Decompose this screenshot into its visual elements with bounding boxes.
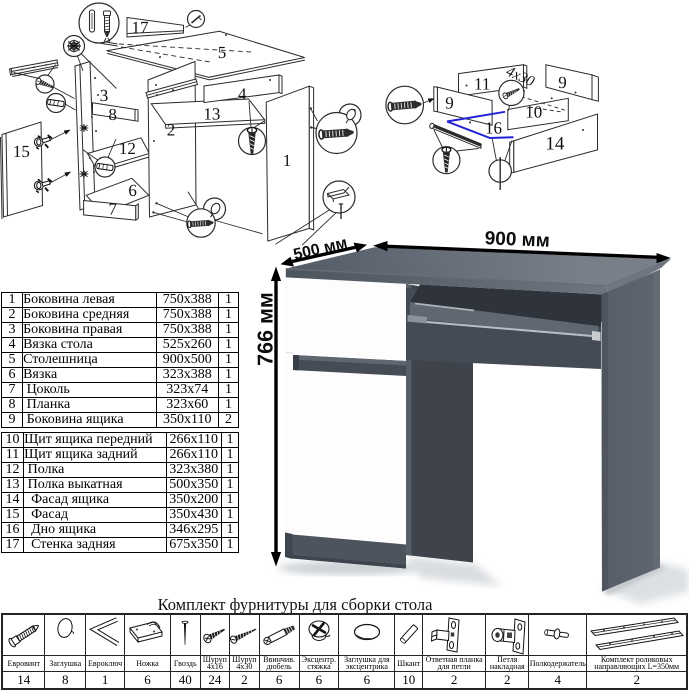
- svg-text:2: 2: [167, 121, 176, 140]
- svg-text:7: 7: [109, 200, 118, 219]
- svg-text:9: 9: [558, 73, 567, 92]
- svg-text:3: 3: [100, 86, 109, 105]
- svg-text:12: 12: [119, 139, 136, 158]
- svg-text:10: 10: [525, 103, 542, 122]
- svg-text:9: 9: [445, 94, 454, 113]
- svg-text:11: 11: [474, 75, 490, 94]
- svg-text:8: 8: [108, 105, 117, 124]
- svg-text:766 мм: 766 мм: [254, 292, 278, 366]
- svg-text:900 мм: 900 мм: [484, 228, 550, 252]
- svg-text:14: 14: [545, 134, 565, 155]
- svg-text:17: 17: [132, 18, 150, 37]
- svg-text:15: 15: [13, 142, 30, 161]
- svg-text:4: 4: [238, 85, 247, 104]
- svg-text:1: 1: [283, 151, 292, 170]
- svg-text:6: 6: [128, 181, 137, 200]
- svg-text:5: 5: [218, 43, 227, 62]
- svg-text:13: 13: [203, 105, 220, 124]
- svg-text:16: 16: [485, 119, 502, 138]
